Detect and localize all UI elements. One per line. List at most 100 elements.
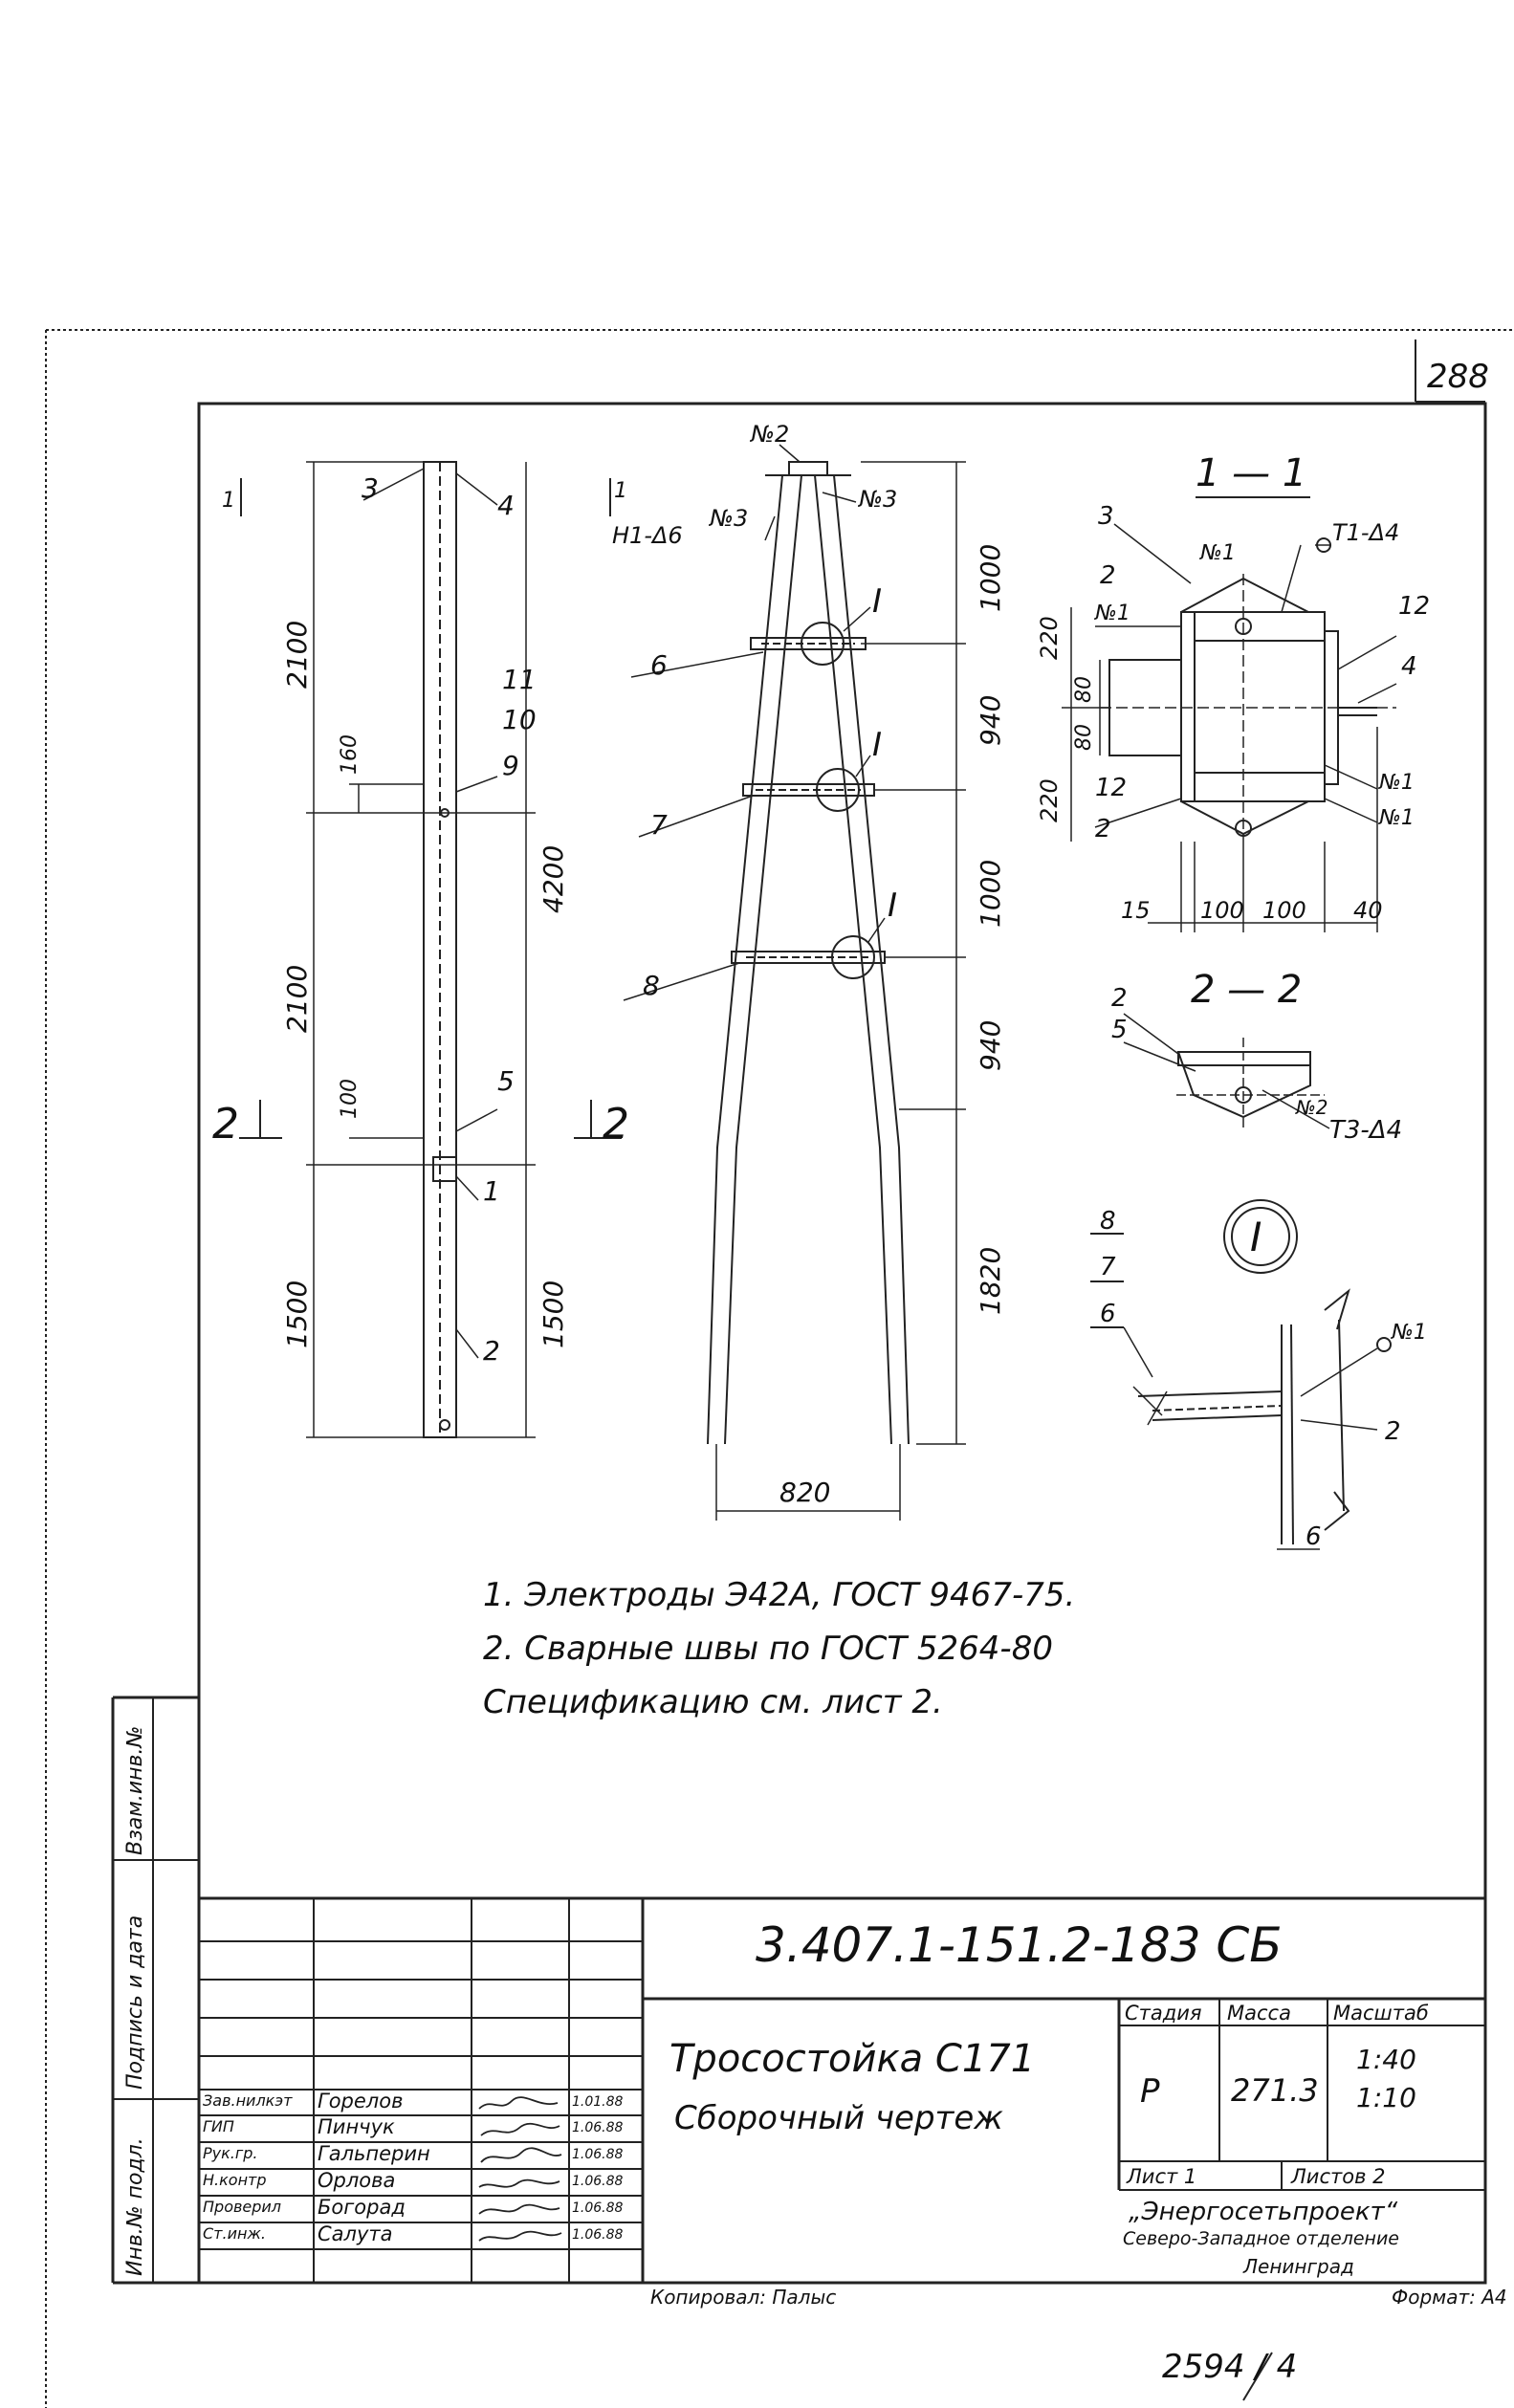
dim-s11-100-right: 100 (1262, 897, 1306, 924)
dim-front-940-mid: 940 (975, 1020, 1006, 1071)
s11-callout-4: 4 (1401, 652, 1417, 681)
sheet-current: Лист 1 (1127, 2165, 1197, 2188)
format-label: Формат: А4 (1392, 2286, 1507, 2309)
signature-role: Н.контр (203, 2171, 267, 2189)
signature-date: 1.06.88 (572, 2227, 624, 2243)
s11-callout-2-top: 2 (1100, 561, 1116, 590)
signature-row: ГИП Пинчук 1.06.88 (201, 2115, 643, 2142)
scale-header: Масштаб (1333, 2002, 1429, 2025)
signature-row: Зав.нилкэт Горелов 1.01.88 (201, 2090, 643, 2115)
s11-callout-weld1-r1: №1 (1378, 771, 1415, 795)
signature-date: 1.01.88 (572, 2094, 624, 2110)
archive-number: 2594 / 4 (1162, 2348, 1298, 2386)
sheet-number-top: 288 (1427, 358, 1489, 396)
dim-s11-15: 15 (1121, 897, 1151, 924)
dI-callout-7: 7 (1100, 1253, 1116, 1281)
s11-callout-2-bottom: 2 (1095, 815, 1111, 843)
signature-scribbles (478, 2096, 562, 2242)
signature-role: Проверил (203, 2198, 282, 2216)
callout-3: 3 (362, 472, 379, 504)
dim-s11-220-bottom: 220 (1036, 778, 1063, 822)
s11-callout-weld1-r2: №1 (1378, 806, 1415, 830)
s11-callout-3: 3 (1098, 502, 1114, 531)
s11-callout-12-right: 12 (1398, 592, 1430, 621)
s11-callout-weld1-left: №1 (1094, 602, 1130, 625)
detail-ref-I-1: I (872, 582, 882, 621)
stamp-original-inv: Инв.№ подл. (123, 2137, 147, 2276)
dim-side-160: 160 (338, 734, 362, 775)
section-mark-1-left: 1 (222, 489, 235, 513)
signature-name: Пинчук (318, 2115, 395, 2138)
s11-callout-weld1-mid: №1 (1199, 541, 1236, 565)
stamp-signature-date: Подпись и дата (123, 1915, 147, 2090)
copied-by: Копировал: Палыс (650, 2286, 837, 2309)
detail-I-title: I (1250, 1214, 1262, 1260)
scale-value-1: 1:40 (1356, 2044, 1416, 2075)
dI-callout-weld1: №1 (1391, 1321, 1427, 1345)
s11-callout-12-left: 12 (1095, 774, 1127, 802)
section-2-2-title: 2 — 2 (1191, 968, 1302, 1012)
stage-value: Р (1140, 2072, 1160, 2111)
dim-side-2100-bottom: 2100 (281, 965, 313, 1033)
signature-name: Богорад (318, 2196, 406, 2219)
s22-callout-weld2: №2 (1295, 1096, 1328, 1119)
signature-role: Рук.гр. (203, 2144, 258, 2162)
dim-s11-100-left: 100 (1200, 897, 1244, 924)
dim-s11-80-bottom: 80 (1072, 724, 1096, 751)
dim-side-1500-right: 1500 (538, 1281, 569, 1348)
signature-date: 1.06.88 (572, 2147, 624, 2162)
dim-front-1000-top: 1000 (975, 544, 1006, 612)
dim-front-1820: 1820 (975, 1247, 1006, 1315)
signature-date: 1.06.88 (572, 2174, 624, 2189)
s22-callout-2: 2 (1111, 984, 1128, 1013)
dI-callout-6: 6 (1100, 1300, 1116, 1328)
signature-table: Зав.нилкэт Горелов 1.01.88 ГИП Пинчук 1.… (201, 2090, 643, 2283)
dI-callout-2: 2 (1385, 1417, 1401, 1446)
dim-s11-40: 40 (1353, 897, 1383, 924)
signature-date: 1.06.88 (572, 2120, 624, 2135)
callout-11: 11 (502, 664, 537, 695)
dI-callout-6-bottom: 6 (1306, 1522, 1322, 1551)
organization-name: „Энергосетьпроект“ (1129, 2198, 1398, 2226)
signature-date: 1.06.88 (572, 2200, 624, 2216)
callout-7: 7 (650, 809, 668, 841)
stamp-replacement-inv: Взам.инв.№ (123, 1726, 147, 1855)
callout-2: 2 (483, 1335, 500, 1367)
mass-header: Масса (1227, 2002, 1291, 2025)
scale-value-2: 1:10 (1356, 2082, 1416, 2113)
signature-name: Салута (318, 2222, 393, 2245)
callout-6: 6 (650, 649, 668, 681)
dim-front-1000-mid: 1000 (975, 860, 1006, 928)
sheet-total: Листов 2 (1291, 2165, 1386, 2188)
callout-5: 5 (497, 1065, 515, 1097)
signature-role: Зав.нилкэт (203, 2091, 293, 2110)
note-line-2: 2. Сварные швы по ГОСТ 5264-80 (483, 1630, 1053, 1668)
detail-ref-I-2: I (872, 726, 882, 764)
detail-ref-I-3: I (888, 887, 897, 925)
section-mark-2-right: 2 (603, 1100, 629, 1149)
organization-branch: Северо-Западное отделение (1123, 2228, 1399, 2249)
note-line-3: Спецификацию см. лист 2. (483, 1683, 943, 1721)
callout-weld-3-right: №3 (857, 486, 897, 513)
s22-callout-5: 5 (1111, 1016, 1128, 1044)
signature-name: Гальперин (318, 2142, 430, 2165)
dim-front-940-top: 940 (975, 695, 1006, 746)
dim-side-4200: 4200 (538, 845, 569, 913)
callout-4: 4 (497, 490, 515, 521)
signature-name: Орлова (318, 2169, 396, 2192)
title-line-1: Тросостойка С171 (669, 2037, 1036, 2081)
callout-weld-3-left: №3 (708, 505, 748, 532)
callout-1: 1 (483, 1175, 500, 1207)
dI-callout-8: 8 (1100, 1207, 1116, 1236)
callout-9: 9 (502, 750, 519, 781)
note-line-1: 1. Электроды Э42А, ГОСТ 9467-75. (483, 1576, 1076, 1614)
drawing-code: 3.407.1-151.2-183 СБ (756, 1917, 1283, 1973)
section-mark-2-left: 2 (212, 1100, 239, 1149)
signature-role: ГИП (203, 2117, 234, 2135)
organization-city: Ленинград (1243, 2255, 1354, 2278)
section-1-1-title: 1 — 1 (1196, 451, 1306, 495)
signature-row: Н.контр Орлова 1.06.88 (201, 2169, 643, 2196)
notes-block: 1. Электроды Э42А, ГОСТ 9467-75. 2. Свар… (483, 1568, 1075, 1729)
dim-front-820: 820 (779, 1477, 830, 1508)
